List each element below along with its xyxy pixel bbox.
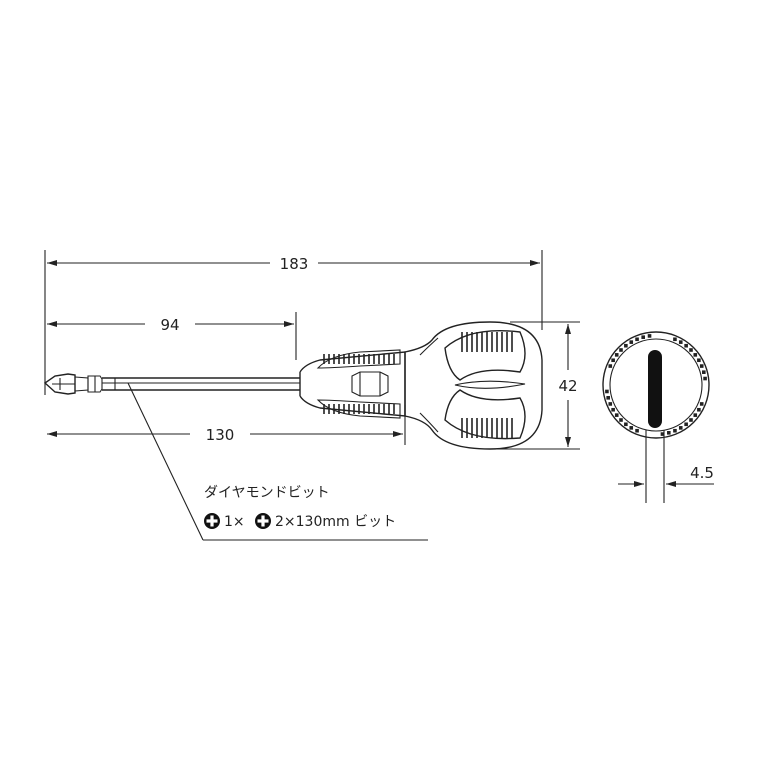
callout-size-2: 2×130mm ビット: [275, 514, 396, 530]
overall-length-label: 183: [280, 255, 309, 273]
end-notch: [693, 353, 698, 357]
end-notch: [689, 348, 693, 352]
end-notch: [693, 413, 698, 417]
end-notch: [703, 376, 707, 381]
end-notch: [699, 402, 704, 406]
callout-size-1: 1×: [224, 514, 245, 530]
dimension-overall-length: 183: [44, 250, 543, 395]
end-notch: [702, 370, 706, 374]
end-notch: [608, 364, 613, 368]
end-notch: [629, 340, 634, 344]
end-notch: [684, 422, 688, 427]
end-notch: [611, 358, 615, 363]
end-notch: [684, 343, 688, 348]
end-notch: [624, 422, 628, 427]
end-notch: [619, 348, 623, 352]
dimension-handle-diameter: 42: [485, 321, 580, 450]
end-notch: [614, 413, 619, 417]
end-notch: [647, 334, 652, 338]
bit-length-label: 130: [206, 426, 235, 444]
shank-exposed-label: 94: [160, 316, 179, 334]
bit-callout: ダイヤモンドビット 1× 2×130mm ビット: [127, 382, 428, 541]
end-notch: [678, 426, 683, 430]
bit-shaft: [43, 373, 300, 395]
end-notch: [699, 364, 704, 368]
end-notch: [629, 426, 634, 430]
end-notch: [614, 353, 619, 357]
dimension-bit-length: 130: [47, 405, 406, 445]
end-notch: [641, 335, 645, 339]
end-notch: [689, 418, 693, 422]
end-notch: [697, 407, 701, 412]
dimension-slot-width: 4.5: [618, 464, 714, 487]
handle-end-view: [602, 331, 710, 503]
handle-bulb: [404, 321, 543, 450]
dimension-shank-exposed: 94: [47, 312, 297, 360]
handle-collar: [299, 349, 406, 419]
end-notch: [619, 418, 623, 422]
end-notch: [667, 431, 671, 435]
end-notch: [608, 402, 613, 406]
end-notch: [660, 432, 665, 436]
phillips-1-icon: [204, 513, 220, 529]
slot-width-label: 4.5: [690, 464, 714, 482]
end-notch: [673, 337, 677, 342]
callout-title: ダイヤモンドビット: [204, 485, 330, 501]
phillips-2-icon: [255, 513, 271, 529]
end-notch: [635, 428, 639, 433]
end-notch: [606, 396, 610, 400]
end-notch: [697, 358, 701, 363]
end-notch: [611, 407, 615, 412]
end-notch: [635, 337, 639, 342]
end-notch: [678, 340, 683, 344]
end-notch: [624, 343, 628, 348]
handle-diameter-label: 42: [558, 377, 577, 395]
end-notch: [605, 389, 609, 394]
end-notch: [673, 428, 677, 433]
